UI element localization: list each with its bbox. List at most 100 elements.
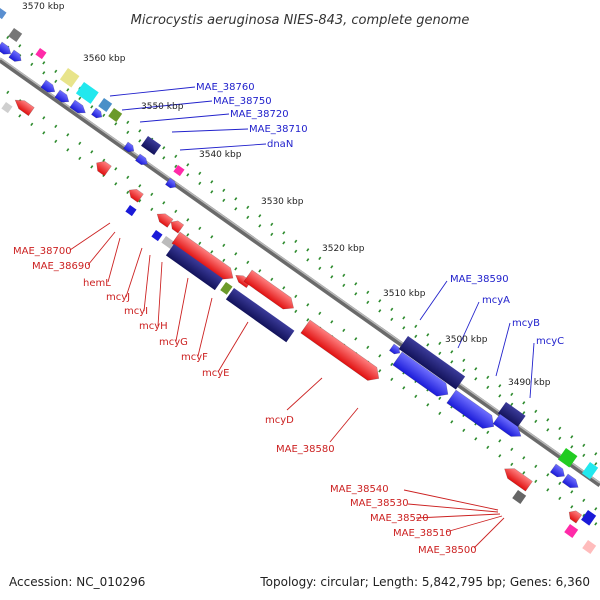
gene-label[interactable]: MAE_38710 [249,124,308,135]
gene-arrow[interactable] [561,473,581,491]
gene-arrow[interactable] [549,463,567,480]
tick-mark [66,88,70,92]
gene-box[interactable] [35,48,47,60]
gene-arrow[interactable] [93,158,112,177]
gene-box[interactable] [557,448,578,468]
gene-arrow[interactable] [243,269,298,314]
gene-arrow[interactable] [91,107,104,120]
gene-box[interactable] [59,68,80,88]
tick-mark [342,273,346,278]
gene-box[interactable] [75,82,99,104]
gene-arrow[interactable] [69,99,88,117]
gene-box[interactable] [512,490,527,504]
tick-mark [210,190,214,194]
tick-mark [258,269,262,273]
tick-mark [246,215,250,220]
gene-arrow[interactable] [154,210,174,228]
gene-box[interactable] [161,236,176,250]
gene-label[interactable]: mcyB [512,318,540,329]
tick-mark [558,481,562,486]
gene-arrow[interactable] [446,389,499,433]
gene-arrow[interactable] [389,343,402,356]
tick-mark [354,337,358,341]
gene-box[interactable] [141,136,162,156]
gene-label[interactable]: MAE_38750 [213,96,272,107]
scale-labels: 3570 kbp 3560 kbp 3550 kbp 3540 kbp 3530… [22,2,551,388]
tick-mark [174,209,178,214]
gene-arrow[interactable] [171,231,237,284]
gene-label[interactable]: mcyE [202,368,229,379]
gene-label[interactable]: MAE_38540 [330,484,389,495]
gene-box[interactable] [165,244,223,291]
gene-box[interactable] [151,230,163,242]
tick-mark [522,471,526,475]
gene-label[interactable]: mcyI [124,306,148,317]
gene-label[interactable]: mcyA [482,295,510,306]
tick-mark [258,224,262,228]
gene-label[interactable]: mcyD [265,415,294,426]
tick-mark [570,445,574,449]
gene-arrow[interactable] [566,508,583,524]
gene-box[interactable] [173,165,185,177]
gene-arrow[interactable] [300,319,384,385]
tick-mark [582,453,586,458]
gene-box[interactable] [564,524,579,538]
tick-mark [30,122,34,127]
tick-mark [198,171,202,176]
gene-box[interactable] [8,28,23,42]
gene-label[interactable]: hemL [83,278,111,289]
gene-label[interactable]: mcyF [181,352,208,363]
gene-label[interactable]: MAE_38510 [393,528,452,539]
gene-label[interactable]: dnaN [267,139,293,150]
tick-mark [234,252,238,256]
gene-label[interactable]: MAE_38520 [370,513,429,524]
gene-arrow[interactable] [492,413,524,441]
gene-arrow[interactable] [12,96,35,117]
gene-label[interactable]: MAE_38500 [418,545,477,556]
gene-label[interactable]: MAE_38720 [230,109,289,120]
gene-box[interactable] [582,540,597,554]
gene-label[interactable]: mcyC [536,336,564,347]
gene-arrow[interactable] [40,79,58,95]
gene-label[interactable]: MAE_38700 [13,246,72,257]
gene-arrow[interactable] [501,464,533,492]
gene-arrow[interactable] [168,218,185,234]
gene-box[interactable] [0,7,7,20]
gene-label[interactable]: MAE_38580 [276,444,335,455]
tick-mark [414,394,418,399]
gene-box[interactable] [220,282,233,295]
tick-mark [54,79,58,84]
gene-label[interactable]: MAE_38530 [350,498,409,509]
tick-mark [42,116,46,120]
gene-arrow[interactable] [165,177,178,190]
tick-mark [570,435,574,439]
gene-arrow[interactable] [135,153,149,167]
gene-arrow[interactable] [126,186,144,203]
gene-box[interactable] [398,336,466,390]
tick-mark [546,418,550,422]
gene-arrow[interactable] [8,49,24,64]
gene-box[interactable] [98,98,113,112]
gene-box[interactable] [108,108,123,122]
gene-box[interactable] [581,510,597,526]
gene-box[interactable] [1,102,13,114]
gene-label[interactable]: mcyG [159,337,188,348]
gene-label[interactable]: mcyJ [106,292,130,303]
gene-arrow[interactable] [392,351,453,401]
gene-arrow[interactable] [0,41,13,57]
tick-mark [438,396,442,401]
tick-mark [486,430,490,435]
gene-arrow[interactable] [123,141,136,154]
gene-label[interactable]: mcyH [139,321,168,332]
tick-mark [270,222,274,227]
gene-box[interactable] [125,205,137,217]
gene-label[interactable]: MAE_38690 [32,261,91,272]
gene-box[interactable] [225,288,295,343]
gene-label[interactable]: MAE_38760 [196,82,255,93]
gene-box[interactable] [581,462,599,480]
gene-label[interactable]: MAE_38590 [450,274,509,285]
tick-mark [402,386,406,390]
gene-box[interactable] [497,402,526,428]
scale-label: 3530 kbp [261,197,304,207]
gene-arrow[interactable] [54,89,72,105]
